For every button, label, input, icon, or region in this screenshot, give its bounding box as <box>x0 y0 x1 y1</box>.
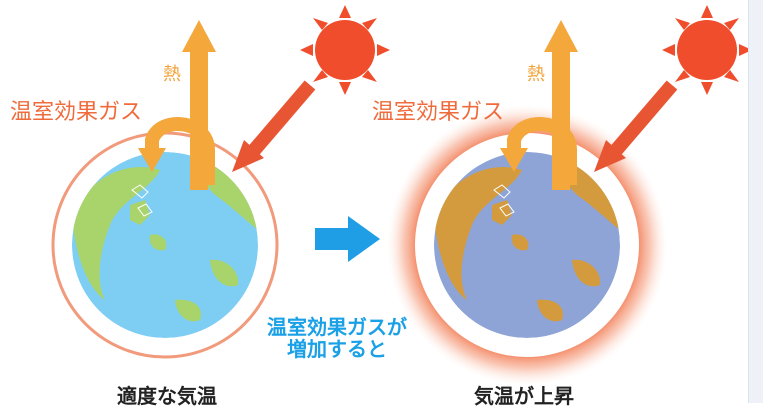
sun-ray-left <box>232 80 316 172</box>
sun-left <box>300 5 390 95</box>
earth-normal <box>72 152 258 338</box>
caption-right: 気温が上昇 <box>474 384 574 408</box>
sun-right <box>662 5 752 95</box>
ghg-label-right: 温室効果ガス <box>372 100 505 125</box>
ghg-label-left: 温室効果ガス <box>10 100 143 125</box>
earth-hot <box>434 152 620 338</box>
heat-label-right: 熱 <box>527 64 545 85</box>
right-panel <box>387 5 752 385</box>
left-panel <box>51 5 390 359</box>
transition-arrow <box>315 216 380 262</box>
vertical-scrollbar[interactable] <box>748 0 763 403</box>
heat-label-left: 熱 <box>163 64 181 85</box>
transition-note-line2: 増加すると <box>287 337 387 361</box>
transition-note-line1: 温室効果ガスが <box>267 315 407 339</box>
caption-left: 適度な気温 <box>117 384 217 408</box>
transition-note: 温室効果ガスが 増加すると <box>267 316 407 360</box>
sun-ray-right <box>594 80 678 172</box>
heat-arrow-right <box>500 20 578 190</box>
heat-arrow-left <box>138 20 216 190</box>
